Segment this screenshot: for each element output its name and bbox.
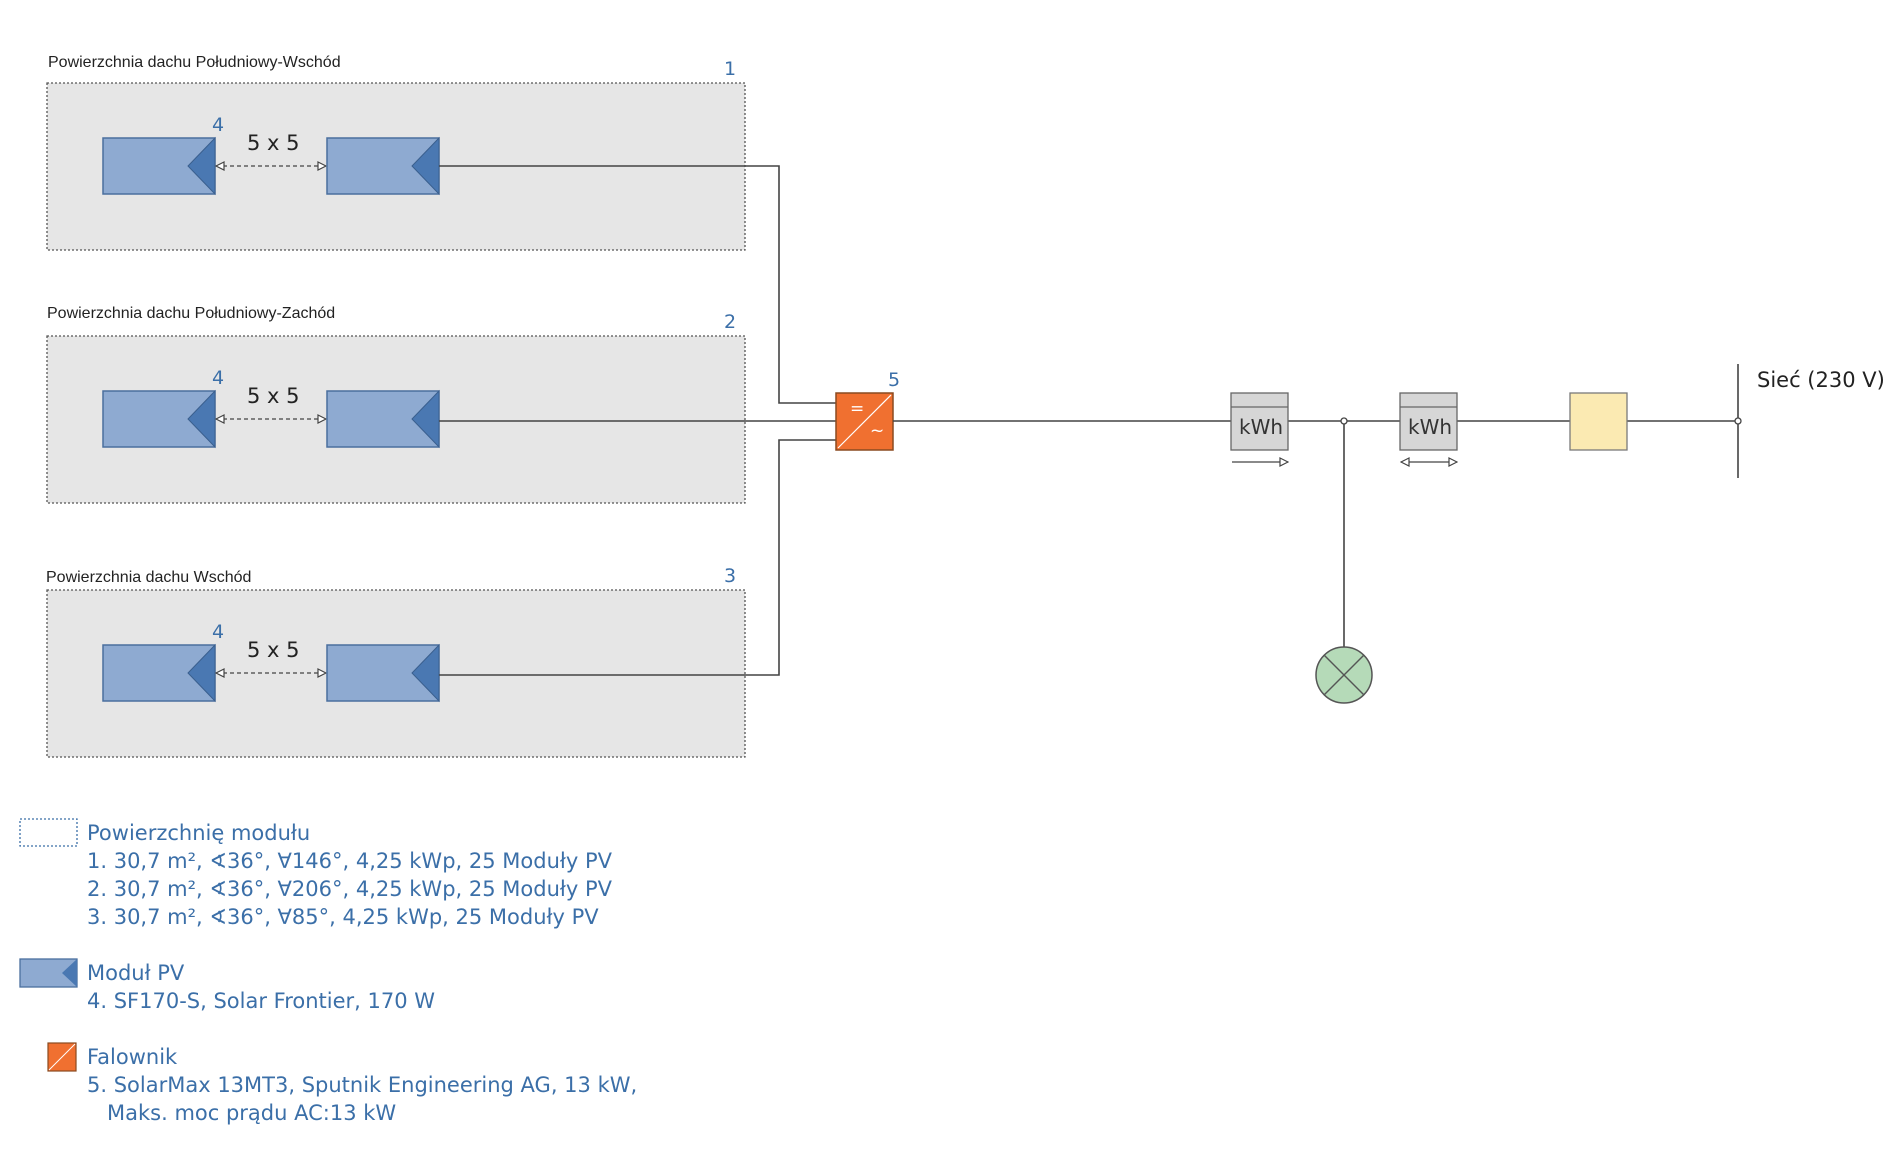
legend-inverter-title: Falownik: [87, 1045, 178, 1069]
meter-consumption: kWh: [1230, 392, 1288, 462]
legend-module-area-line-3: 3. 30,7 m², ∢36°, ∀85°, 4,25 kWp, 25 Mod…: [87, 905, 599, 929]
inverter-dc-symbol: =: [850, 399, 864, 419]
grid-label: Sieć (230 V): [1757, 368, 1885, 392]
meter-2-label: kWh: [1408, 415, 1452, 439]
module-ref-1: 4: [212, 114, 224, 136]
module-ref-3: 4: [212, 621, 224, 643]
roof-title-2: Powierzchnia dachu Południowy-Zachód: [47, 305, 335, 322]
legend-module-area-line-1: 1. 30,7 m², ∢36°, ∀146°, 4,25 kWp, 25 Mo…: [87, 849, 613, 873]
legend-pv-module-swatch: [19, 958, 78, 988]
legend: Powierzchnię modułu 1. 30,7 m², ∢36°, ∀1…: [19, 818, 637, 1125]
meter-bidirectional: kWh: [1399, 392, 1457, 462]
roof-number-2: 2: [724, 311, 736, 333]
pv-module-first-2: [102, 389, 216, 449]
inverter: 5 = ~: [835, 369, 900, 451]
module-count-2: 5 x 5: [247, 384, 300, 408]
pv-module-first-3: [102, 643, 216, 703]
roof-number-3: 3: [724, 565, 736, 587]
legend-inverter-line-1: 5. SolarMax 13MT3, Sputnik Engineering A…: [87, 1073, 637, 1097]
pv-module-last-2: [326, 389, 440, 449]
legend-module-area-title: Powierzchnię modułu: [87, 821, 310, 845]
load-lamp-icon: [1315, 646, 1373, 704]
distribution-box: [1569, 392, 1628, 451]
module-count-1: 5 x 5: [247, 131, 300, 155]
dc-wire-roof-3: [439, 439, 836, 676]
inverter-number: 5: [888, 369, 900, 391]
legend-module-area-swatch: [19, 818, 78, 847]
roof-area-3: Powierzchnia dachu Wschód 3 4 5 x 5: [46, 565, 746, 758]
module-count-3: 5 x 5: [247, 638, 300, 662]
pv-module-last-3: [326, 643, 440, 703]
roof-area-1: Powierzchnia dachu Południowy-Wschód 1 4…: [46, 54, 746, 251]
module-ref-2: 4: [212, 367, 224, 389]
legend-inverter-swatch: [47, 1042, 77, 1072]
roof-number-1: 1: [724, 58, 736, 80]
legend-module-area-line-2: 2. 30,7 m², ∢36°, ∀206°, 4,25 kWp, 25 Mo…: [87, 877, 613, 901]
pv-module-first-1: [102, 136, 216, 196]
roof-area-2: Powierzchnia dachu Południowy-Zachód 2 4…: [46, 305, 746, 504]
roof-title-3: Powierzchnia dachu Wschód: [46, 569, 251, 586]
grid-connection-point: [1734, 417, 1742, 425]
legend-pv-module-title: Moduł PV: [87, 961, 185, 985]
roof-title-1: Powierzchnia dachu Południowy-Wschód: [48, 54, 341, 71]
pv-module-last-1: [326, 136, 440, 196]
inverter-ac-symbol: ~: [870, 421, 884, 441]
legend-inverter-line-2: Maks. moc prądu AC:13 kW: [107, 1101, 396, 1125]
meter-1-label: kWh: [1239, 415, 1283, 439]
legend-pv-module-line-1: 4. SF170-S, Solar Frontier, 170 W: [87, 989, 435, 1013]
junction-point: [1340, 417, 1348, 425]
dc-wire-roof-1: [439, 165, 836, 404]
